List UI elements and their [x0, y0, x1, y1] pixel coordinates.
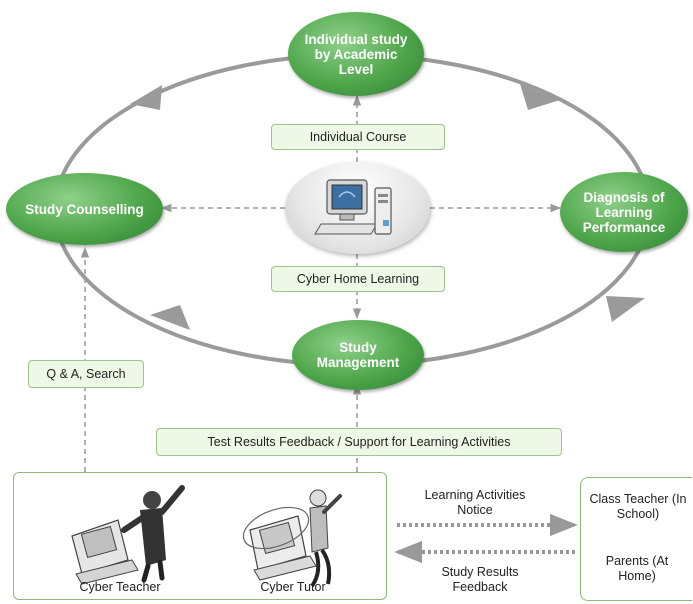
tag-individual-course: Individual Course [271, 124, 445, 150]
cycle-arrow-top-right [520, 84, 560, 110]
cycle-arrow-left-top [130, 85, 162, 110]
cycle-arrow-right-bottom [606, 296, 645, 322]
tag-feedback-support-label: Test Results Feedback / Support for Lear… [207, 435, 511, 449]
computer-icon [314, 179, 392, 235]
cyber-teacher-label: Cyber Teacher [79, 580, 161, 594]
class-teacher-label: Class Teacher (In School) [589, 492, 687, 521]
tag-cyber-home-learning: Cyber Home Learning [271, 266, 445, 292]
tag-cyber-home-learning-label: Cyber Home Learning [296, 272, 420, 286]
tag-individual-course-label: Individual Course [309, 130, 407, 144]
learning-activities-notice-label: Learning Activities Notice [424, 488, 526, 517]
tag-qa-search-label: Q & A, Search [46, 367, 126, 381]
node-individual-study: Individual study by Academic Level [288, 12, 424, 96]
cycle-arrow-bottom-left [150, 305, 190, 330]
study-results-feedback-label: Study Results Feedback [441, 565, 519, 594]
center-computer-badge [285, 162, 430, 254]
cyber-tutor-label: Cyber Tutor [260, 580, 326, 594]
node-diagnosis: Diagnosis of Learning Performance [560, 172, 688, 252]
node-individual-study-label: Individual study by Academic Level [304, 31, 408, 77]
parents-label: Parents (At Home) [605, 554, 669, 583]
tag-feedback-support: Test Results Feedback / Support for Lear… [156, 428, 562, 456]
node-diagnosis-label: Diagnosis of Learning Performance [582, 189, 666, 235]
class-teacher-parents-box [580, 477, 692, 601]
node-study-counselling: Study Counselling [6, 173, 163, 245]
node-study-management-label: Study Management [316, 340, 400, 370]
node-study-counselling-label: Study Counselling [25, 201, 144, 217]
node-study-management: Study Management [292, 320, 424, 390]
tag-qa-search: Q & A, Search [28, 360, 144, 388]
